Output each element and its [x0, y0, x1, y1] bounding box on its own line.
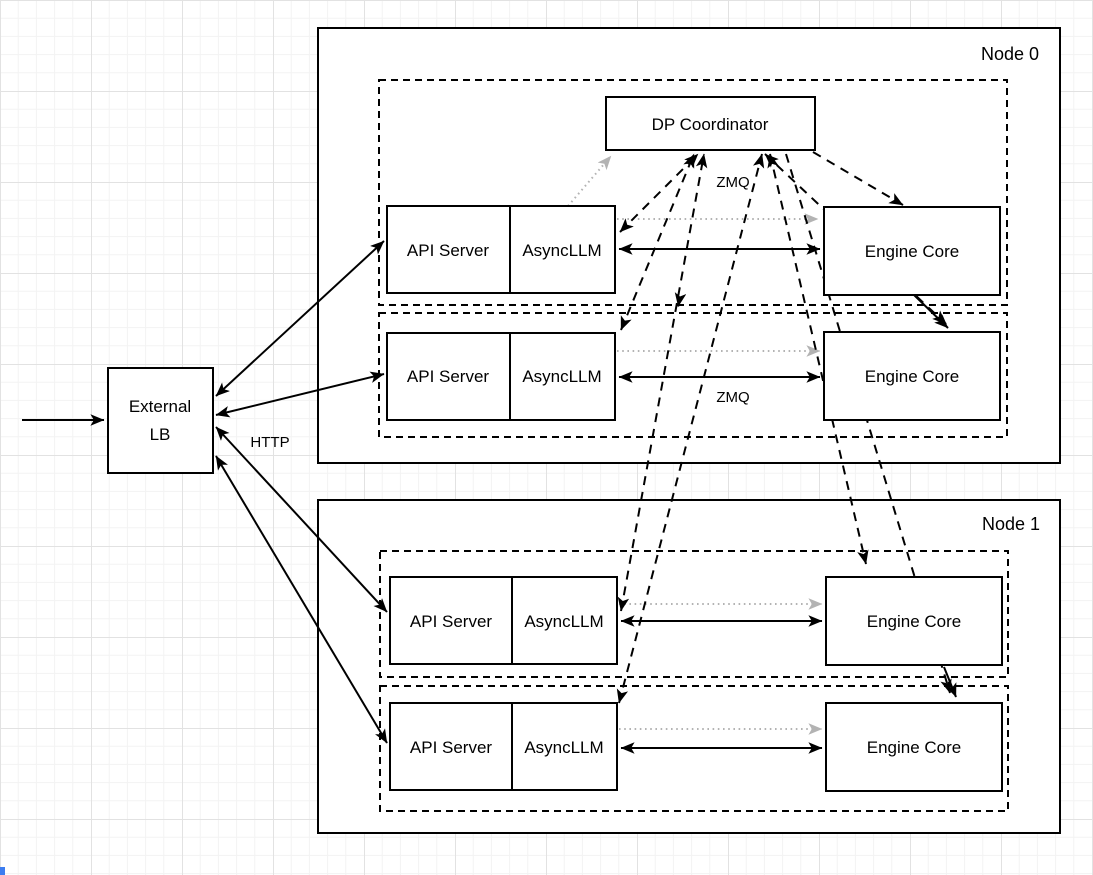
asyncllm-label-n1r2: AsyncLLM — [524, 738, 603, 757]
api-asyncllm-box-n0r1 — [386, 205, 616, 294]
external-lb-box — [107, 367, 214, 474]
engine-core-label-n0r2: Engine Core — [865, 367, 960, 386]
asyncllm-label-n1r1: AsyncLLM — [524, 612, 603, 631]
api-server-label-n0r1: API Server — [407, 241, 490, 260]
http-arrow-lb-api-n1r2 — [215, 455, 388, 744]
dp-coordinator-box — [605, 96, 816, 151]
zmq-label-coordinator: ZMQ — [716, 174, 749, 191]
engine-core-label-n0r1: Engine Core — [865, 242, 960, 261]
asyncllm-label-n0r1: AsyncLLM — [522, 241, 601, 260]
node0-label: Node 0 — [981, 44, 1039, 64]
zmq-arrow-coordinator-engine-n1r1 — [767, 153, 869, 565]
http-label: HTTP — [250, 434, 289, 451]
asyncllm-label-n0r2: AsyncLLM — [522, 367, 601, 386]
engine-core-label-n1r2: Engine Core — [867, 738, 962, 757]
http-arrow-lb-api-n0r1 — [215, 240, 385, 397]
dp-coordinator-label: DP Coordinator — [652, 115, 769, 134]
api-server-label-n0r2: API Server — [407, 367, 490, 386]
engine-core-box-n1r1 — [825, 576, 1003, 666]
api-asyncllm-box-n1r1 — [389, 576, 618, 665]
engine-core-box-n0r1 — [823, 206, 1001, 296]
api-asyncllm-box-n0r2 — [386, 332, 616, 421]
external-lb-label-line1: External — [129, 397, 191, 416]
http-arrow-lb-api-n0r2 — [215, 371, 385, 418]
api-asyncllm-box-n1r2 — [389, 702, 618, 791]
engine-chain-arrow-node0 — [912, 293, 949, 329]
zmq-arrow-mid-arrowhead — [674, 292, 687, 307]
engine-core-label-n1r1: Engine Core — [867, 612, 962, 631]
zmq-label-engine: ZMQ — [716, 389, 749, 406]
handshake-arrow-asyncllm-to-coordinator — [567, 155, 612, 207]
engine-core-box-n1r2 — [825, 702, 1003, 792]
engine-core-box-n0r2 — [823, 331, 1001, 421]
api-server-label-n1r1: API Server — [410, 612, 493, 631]
page-corner-accent — [0, 867, 5, 875]
external-lb-label-line2: LB — [150, 425, 171, 444]
api-server-label-n1r2: API Server — [410, 738, 493, 757]
node1-label: Node 1 — [982, 514, 1040, 534]
engine-chain-arrow-node1 — [943, 666, 957, 698]
